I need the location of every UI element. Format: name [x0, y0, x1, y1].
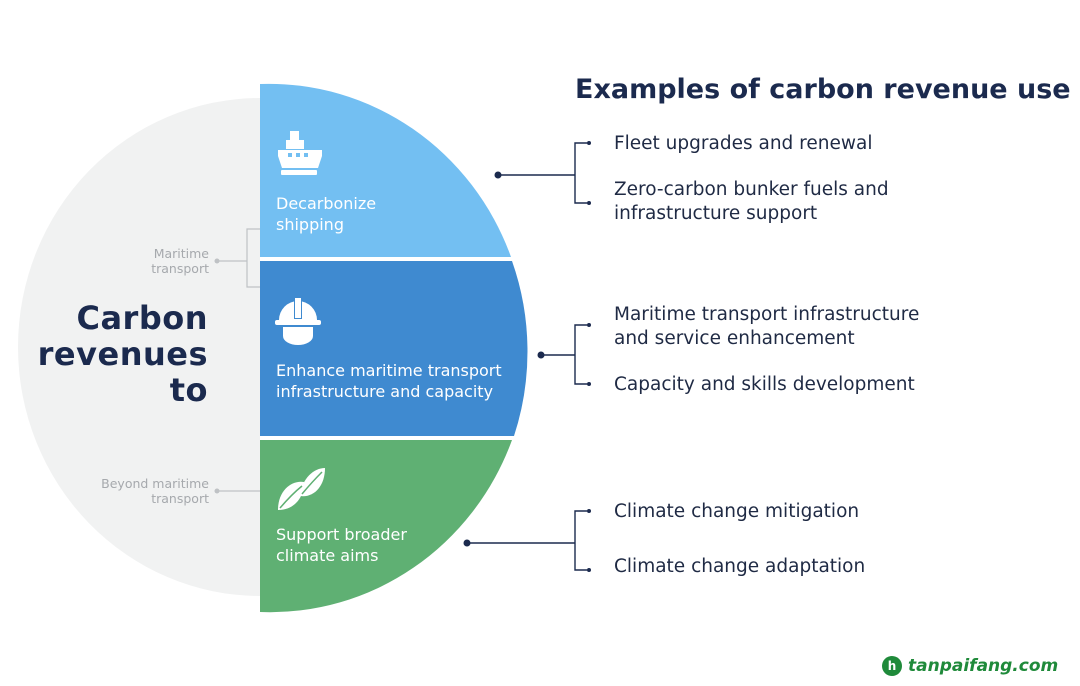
example-1-2: Zero-carbon bunker fuels and infrastruct…: [614, 179, 889, 224]
example-2-2: Capacity and skills development: [614, 374, 915, 395]
connector-support: [467, 510, 587, 571]
watermark: h tanpaifang.com: [882, 654, 1058, 678]
examples-heading: Examples of carbon revenue use: [575, 74, 1071, 105]
connector-decarbonize: [498, 142, 587, 204]
watermark-logo-icon: h: [882, 656, 902, 676]
example-3-2: Climate change adaptation: [614, 556, 866, 577]
watermark-text: tanpaifang.com: [908, 656, 1059, 676]
beyond-connector-dot: [214, 488, 220, 494]
leaves-icon: [278, 468, 325, 510]
example-2-1: Maritime transport infrastructure and se…: [614, 304, 920, 349]
maritime-connector: [218, 228, 260, 288]
example-1-1: Fleet upgrades and renewal: [614, 133, 873, 154]
segment-support: [260, 440, 512, 613]
bullet-1-1: [587, 141, 591, 145]
segment-decarbonize: [260, 83, 511, 257]
segment-label-support: Support broader climate aims: [276, 525, 407, 565]
bullet-2-2: [587, 382, 591, 386]
bullet-3-2: [587, 568, 591, 572]
connector-enhance-dot: [537, 351, 545, 359]
bullet-1-2: [587, 201, 591, 205]
bullet-2-1: [587, 323, 591, 327]
segment-label-decarbonize: Decarbonize shipping: [276, 194, 377, 234]
segment-label-enhance: Enhance maritime transport infrastructur…: [276, 361, 502, 401]
segment-enhance: [260, 261, 528, 436]
ship-icon: [278, 131, 322, 175]
side-label-maritime: Maritime transport: [151, 246, 209, 276]
center-title: Carbon revenues to: [37, 299, 208, 409]
side-label-beyond: Beyond maritime transport: [101, 476, 209, 506]
background-half-circle: [18, 98, 260, 596]
bullet-3-1: [587, 509, 591, 513]
maritime-connector-dot: [214, 258, 220, 264]
connector-decarbonize-dot: [494, 171, 502, 179]
connector-enhance: [541, 324, 587, 385]
connector-support-dot: [463, 539, 471, 547]
hard-hat-icon: [275, 297, 321, 345]
example-3-1: Climate change mitigation: [614, 501, 860, 522]
